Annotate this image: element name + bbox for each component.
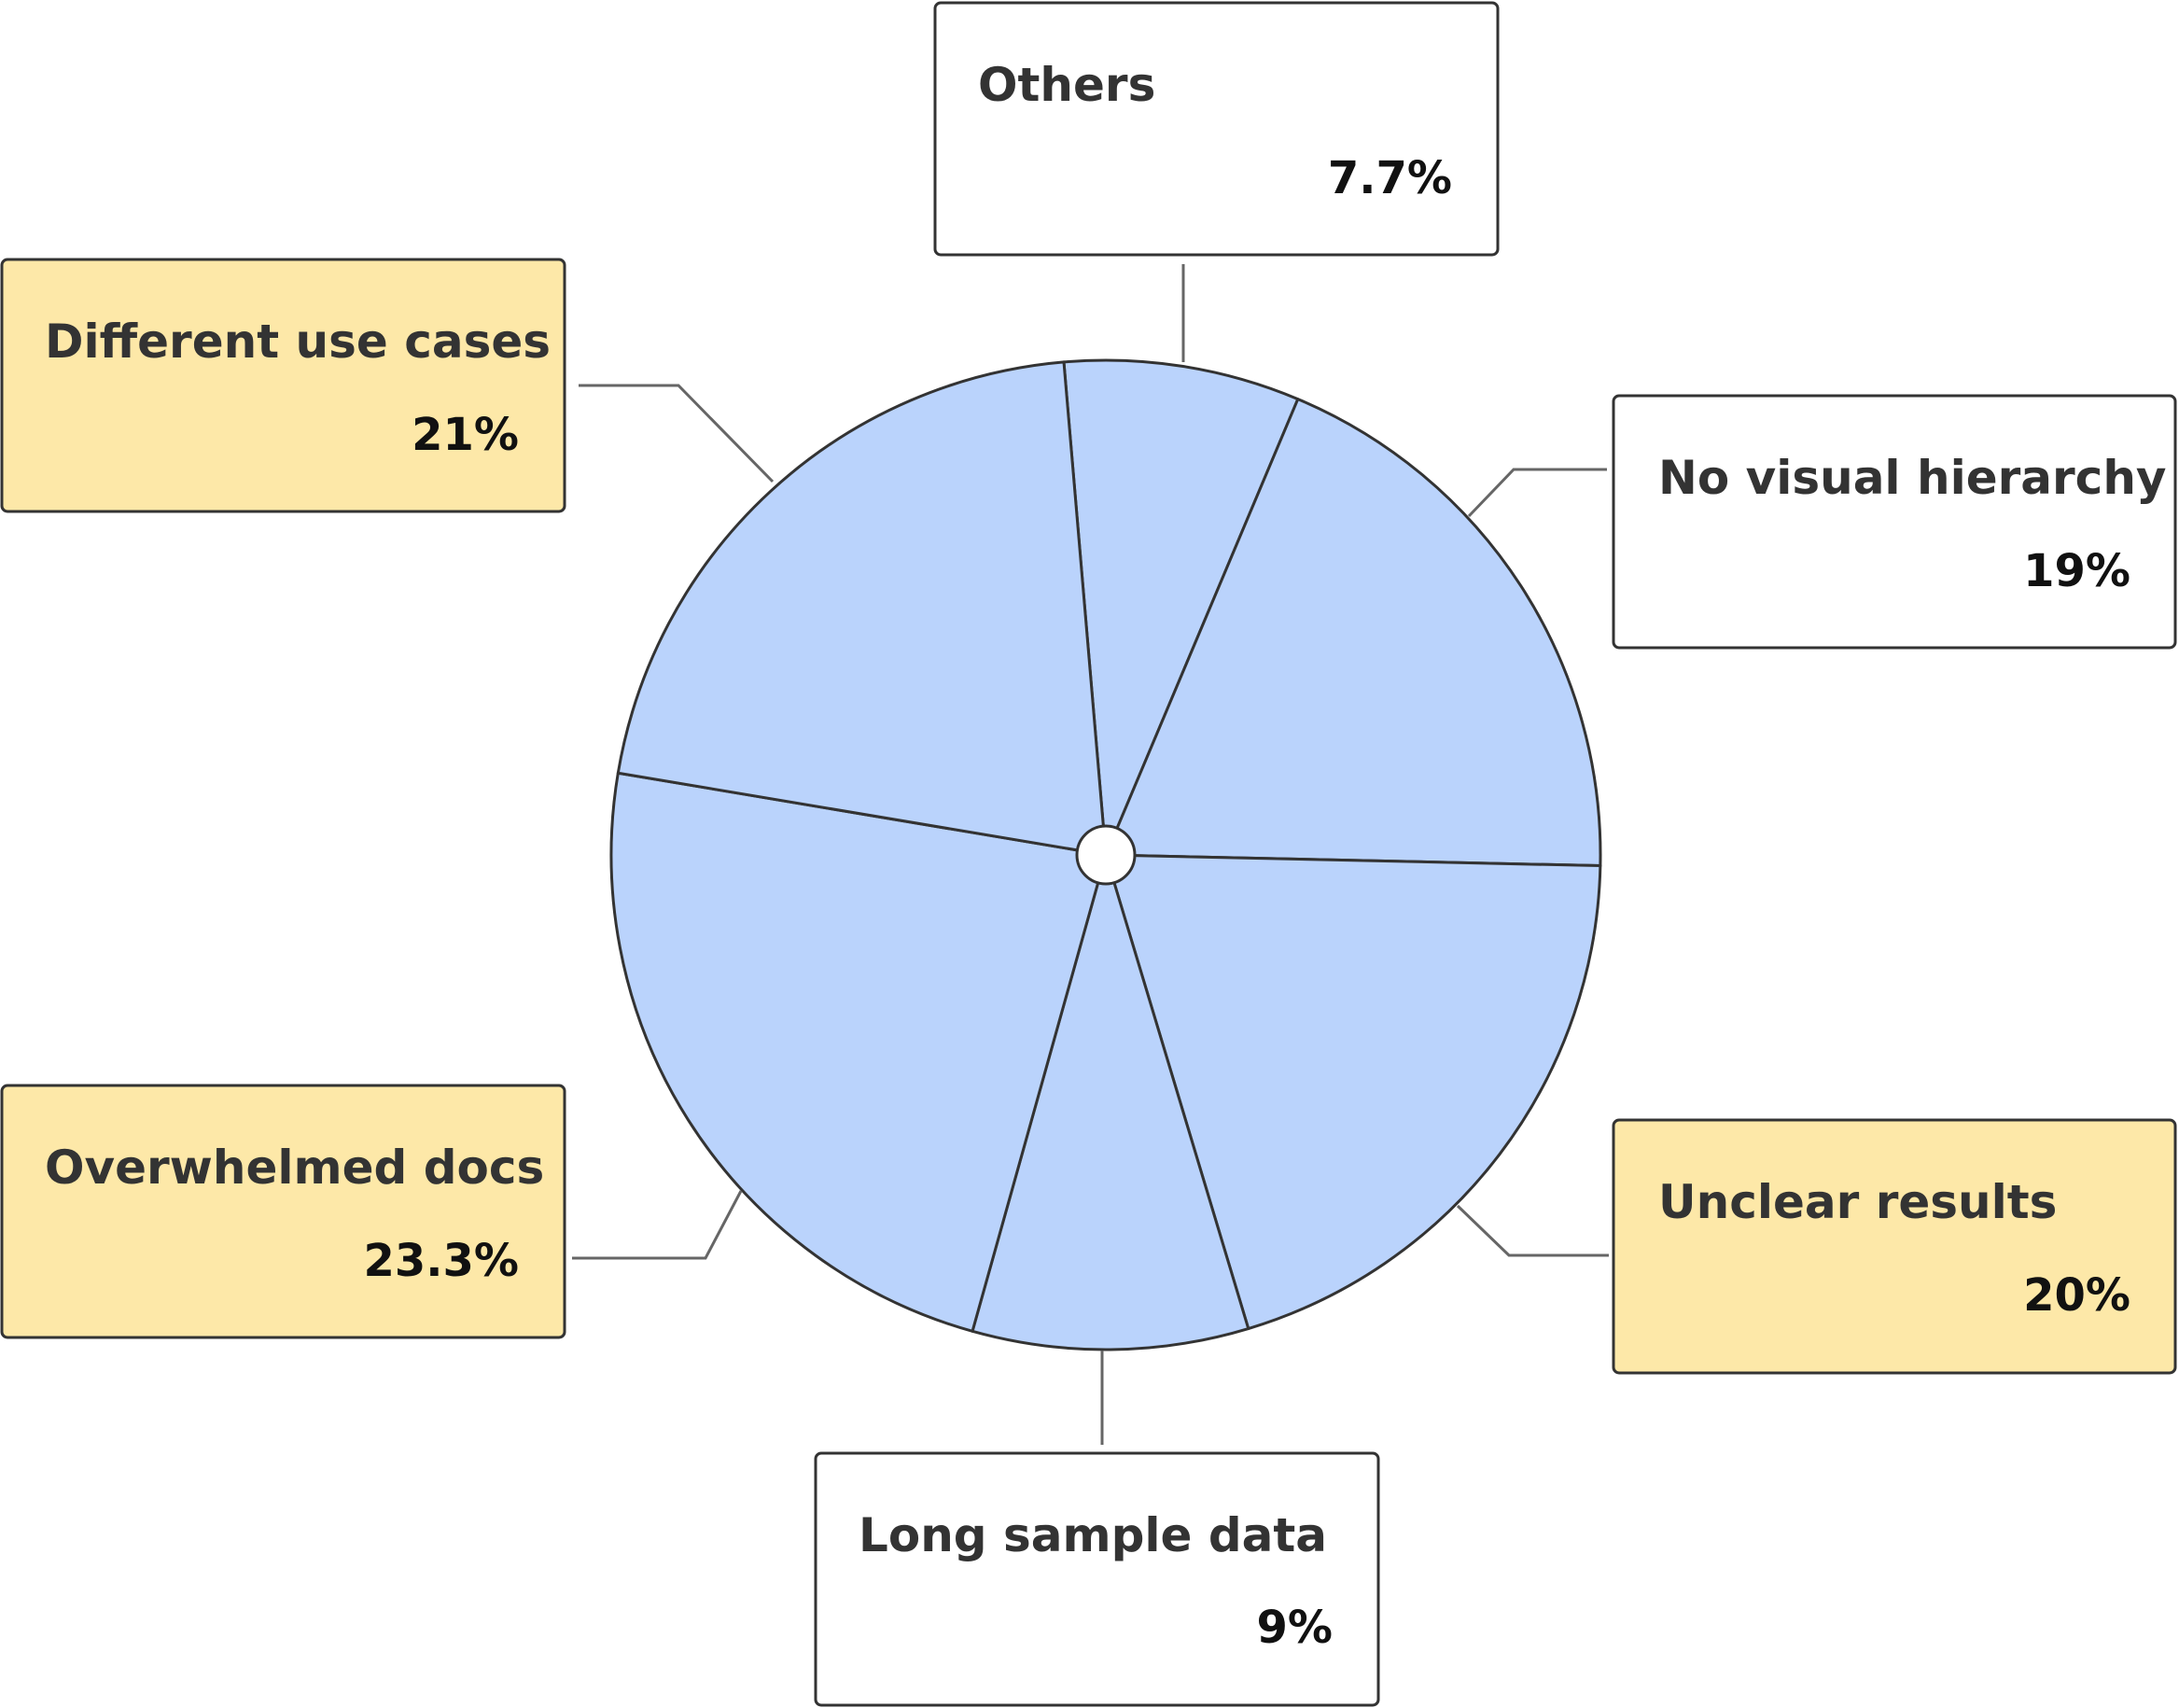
leader-line-overwhelmed-docs: [572, 1190, 743, 1260]
pie-slice-unclear-results: [1104, 853, 1602, 1331]
pie-slices: [609, 358, 1602, 1351]
slice-value-long-sample-data: 9%: [1257, 1602, 1334, 1654]
slice-label-no-visual-hierarchy: No visual hierarchy: [1658, 451, 2167, 505]
label-box-long-sample-data: [814, 1451, 1380, 1707]
label-box-overwhelmed-docs: [0, 1084, 566, 1339]
slice-value-unclear-results: 20%: [2023, 1269, 2130, 1322]
pie-slice-others: [1062, 358, 1300, 857]
slice-label-long-sample-data: Long sample data: [859, 1508, 1327, 1562]
label-box-others: [933, 1, 1500, 257]
center-hole: [1075, 824, 1137, 886]
leader-line-different-use-cases: [579, 384, 775, 483]
leader-line-no-visual-hierarchy: [1467, 468, 1607, 518]
slice-label-unclear-results: Unclear results: [1658, 1175, 2057, 1229]
label-box-no-visual-hierarchy: [1612, 394, 2177, 650]
pie-slice-no-visual-hierarchy: [1104, 398, 1602, 868]
slice-label-different-use-cases: Different use cases: [45, 315, 551, 369]
slice-value-others: 7.7%: [1328, 152, 1452, 204]
pie-slice-overwhelmed-docs: [609, 771, 1108, 1333]
pie-slice-different-use-cases: [616, 360, 1108, 857]
slice-value-overwhelmed-docs: 23.3%: [363, 1235, 519, 1287]
pie-slice-long-sample-data: [971, 853, 1250, 1351]
label-box-different-use-cases: [0, 258, 566, 513]
slice-label-overwhelmed-docs: Overwhelmed docs: [45, 1141, 544, 1195]
slice-value-no-visual-hierarchy: 19%: [2023, 545, 2130, 597]
leader-line-unclear-results: [1456, 1204, 1609, 1257]
leader-lines: [572, 264, 1609, 1445]
label-box-unclear-results: [1612, 1118, 2177, 1375]
slice-label-others: Others: [978, 58, 1155, 112]
slice-value-different-use-cases: 21%: [412, 409, 519, 461]
